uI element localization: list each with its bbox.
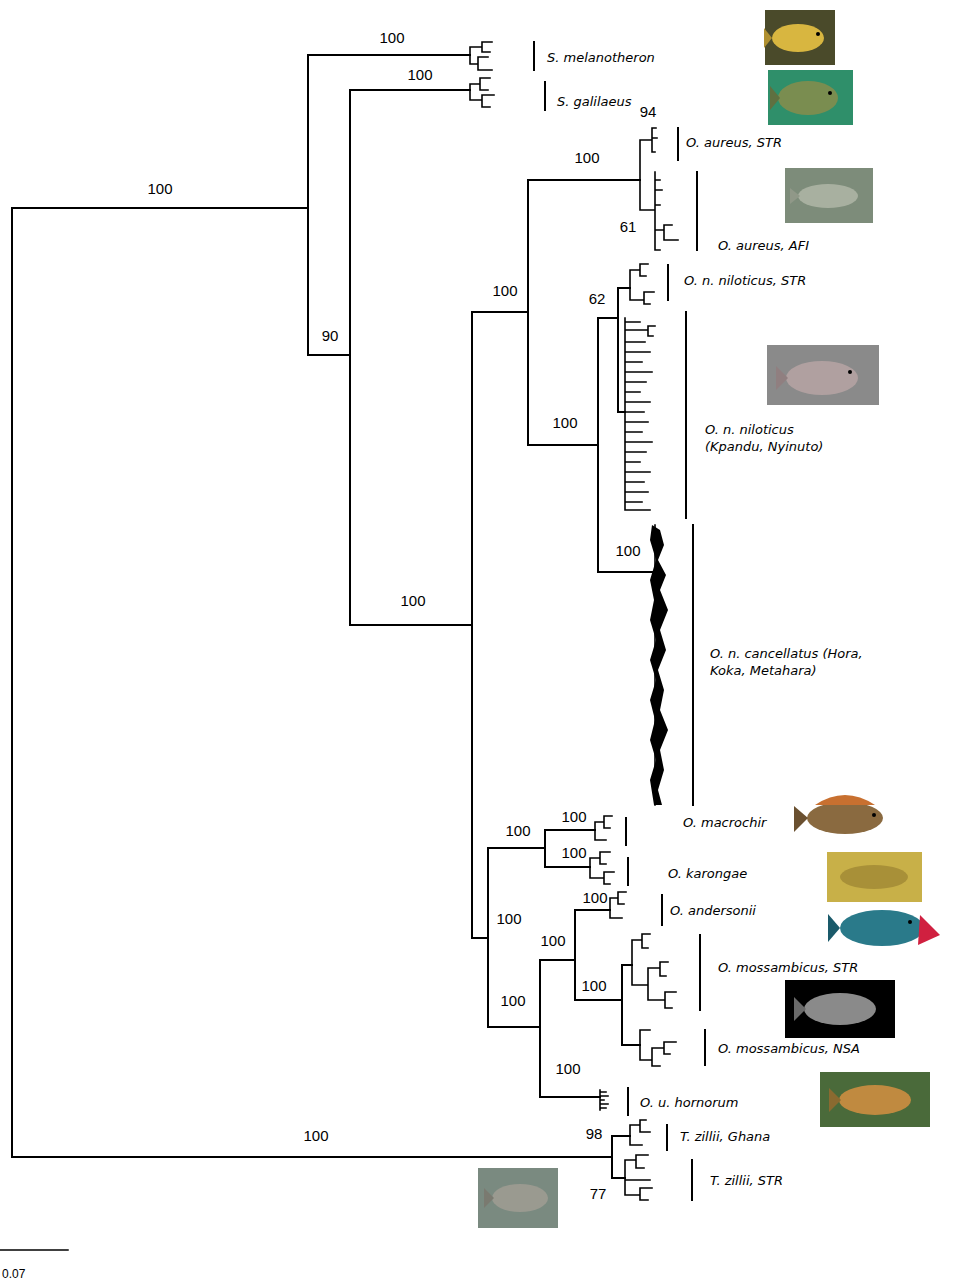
fish-photo xyxy=(827,852,922,902)
fish-photo xyxy=(478,1168,558,1228)
taxon-bars xyxy=(534,42,705,1200)
taxon-label: O. aureus, AFI xyxy=(718,237,809,254)
scale-label: 0.07 xyxy=(2,1267,25,1281)
bootstrap-value: 100 xyxy=(303,1127,328,1144)
fish-photo xyxy=(828,910,940,946)
bootstrap-value: 100 xyxy=(407,66,432,83)
bootstrap-value: 100 xyxy=(581,977,606,994)
fish-photo xyxy=(794,795,883,834)
fish-photos xyxy=(478,10,940,1228)
taxon-label: O. n. niloticus, STR xyxy=(684,272,806,289)
taxon-label: O. u. hornorum xyxy=(640,1094,738,1111)
branch-lines xyxy=(12,55,655,1178)
taxon-label: S. melanotheron xyxy=(547,49,655,66)
taxon-label: O. mossambicus, NSA xyxy=(718,1040,860,1057)
tree-branches xyxy=(0,42,705,1250)
taxon-label: O. mossambicus, STR xyxy=(718,959,858,976)
taxon-label: S. galilaeus xyxy=(557,93,632,110)
bootstrap-value: 62 xyxy=(589,290,606,307)
bootstrap-value: 77 xyxy=(590,1185,607,1202)
bootstrap-value: 100 xyxy=(505,822,530,839)
taxon-label: O. n. niloticus (Kpandu, Nyinuto) xyxy=(705,421,840,455)
bootstrap-value: 100 xyxy=(555,1060,580,1077)
taxon-label: O. karongae xyxy=(668,865,747,882)
fish-photo xyxy=(768,70,853,125)
tip-branches xyxy=(470,42,678,1200)
taxon-label: O. macrochir xyxy=(683,814,766,831)
bootstrap-value: 100 xyxy=(561,808,586,825)
scale-bar xyxy=(0,1249,68,1251)
bootstrap-value: 100 xyxy=(400,592,425,609)
fish-photo xyxy=(785,980,895,1038)
fish-photo xyxy=(785,168,873,223)
taxon-label: O. aureus, STR xyxy=(686,134,782,151)
bootstrap-value: 100 xyxy=(379,29,404,46)
fish-photo xyxy=(820,1072,930,1127)
fish-photo xyxy=(767,345,879,405)
taxon-label: O. n. cancellatus (Hora, Koka, Metahara) xyxy=(710,645,880,679)
bootstrap-value: 100 xyxy=(561,844,586,861)
bootstrap-value: 100 xyxy=(552,414,577,431)
bootstrap-value: 100 xyxy=(540,932,565,949)
bootstrap-value: 100 xyxy=(574,149,599,166)
bootstrap-value: 98 xyxy=(586,1125,603,1142)
bootstrap-value: 100 xyxy=(147,180,172,197)
fish-photo xyxy=(764,10,835,65)
taxon-label: O. andersonii xyxy=(670,902,756,919)
bootstrap-value: 90 xyxy=(322,327,339,344)
bootstrap-value: 100 xyxy=(582,889,607,906)
bootstrap-value: 100 xyxy=(492,282,517,299)
bootstrap-value: 61 xyxy=(620,218,637,235)
cancellatus-tips xyxy=(650,525,668,805)
taxon-label: T. zillii, STR xyxy=(710,1172,783,1189)
bootstrap-value: 100 xyxy=(615,542,640,559)
bootstrap-value: 100 xyxy=(496,910,521,927)
bootstrap-value: 94 xyxy=(640,103,657,120)
taxon-label: T. zillii, Ghana xyxy=(680,1128,770,1145)
bootstrap-value: 100 xyxy=(500,992,525,1009)
